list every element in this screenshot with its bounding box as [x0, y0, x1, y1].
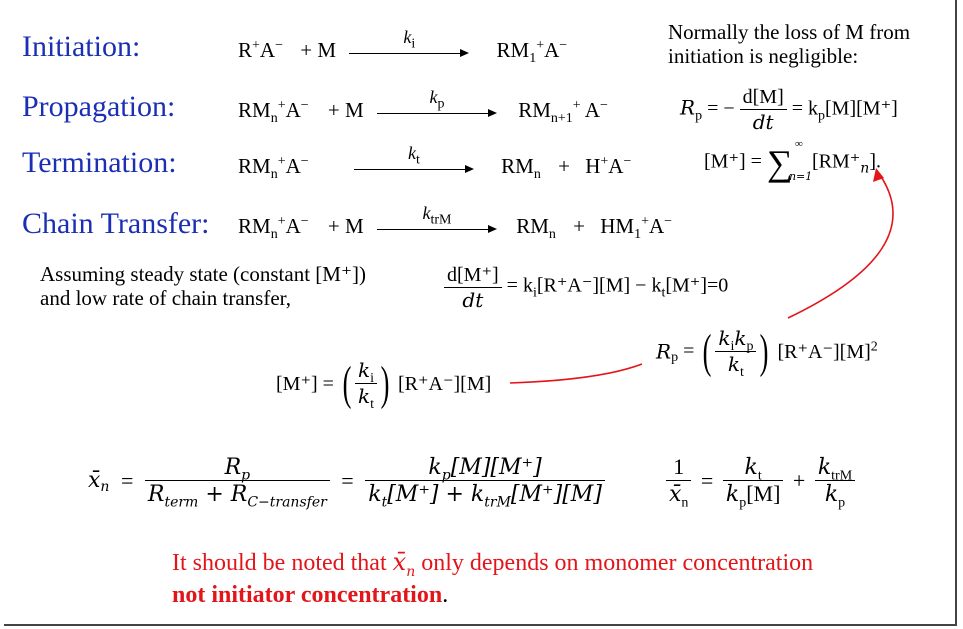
equation-rp-definition: Rp = − d[M]dt = kp[M][M⁺] — [680, 86, 898, 134]
reactant-chain-transfer: RMn+A− — [238, 214, 309, 243]
reactant-propagation: RMn+A− — [238, 98, 309, 127]
reaction-chain-transfer: RMn+A− + M ktrM RMn + HM1+A− — [238, 203, 673, 243]
stage-termination: Termination: — [22, 146, 177, 179]
reactant-initiator: R+A− — [238, 38, 283, 62]
product-propagation: RMn+1+ A− — [518, 98, 608, 127]
product-dead-polymer: RMn — [501, 154, 541, 183]
rate-arrow-propagation: kp — [376, 87, 497, 123]
note-negligible: Normally the loss of M from initiation i… — [668, 20, 911, 68]
reaction-termination: RMn+A− kt RMn + H+A− — [238, 143, 632, 183]
stage-initiation: Initiation: — [22, 30, 141, 63]
monomer-term: + M — [300, 38, 337, 62]
stage-chain-transfer: Chain Transfer: — [22, 207, 210, 240]
rate-arrow-termination: kt — [353, 143, 474, 179]
monomer-term: + M — [327, 214, 364, 238]
plus-sign: + — [573, 214, 585, 238]
stage-propagation: Propagation: — [22, 90, 176, 123]
connector-line-m-conc — [509, 363, 643, 384]
rate-arrow-initiation: ki — [349, 27, 470, 63]
assumption-text: Assuming steady state (constant [M⁺]) an… — [40, 262, 367, 310]
reaction-propagation: RMn+A− + M kp RMn+1+ A− — [238, 87, 608, 127]
product-dead-polymer: RMn — [516, 214, 556, 243]
equation-m-sum: [M⁺] = ∑ ∞ n=1 [RM⁺n]. — [704, 138, 881, 183]
connector-curve-rp — [787, 174, 894, 319]
conclusion-text: It should be noted that x̄n only depends… — [172, 548, 814, 608]
product-acid: H+A− — [585, 154, 632, 178]
slide-frame — [4, 0, 957, 626]
product-initiation: RM1+A− — [496, 38, 568, 67]
conclusion-emphasis: not initiator concentration — [172, 582, 443, 608]
monomer-term: + M — [327, 98, 364, 122]
rate-arrow-chain-transfer: ktrM — [376, 203, 497, 239]
plus-sign: + — [558, 154, 570, 178]
equation-steady-state: d[M⁺]dt = ki[R⁺A⁻][M] − kt[M⁺]=0 — [444, 262, 728, 312]
product-new-chain: HM1+A− — [600, 214, 673, 243]
reactant-termination: RMn+A− — [238, 154, 309, 183]
arrowhead-icon — [873, 168, 884, 182]
reaction-initiation: R+A− + M ki RM1+A− — [238, 27, 568, 67]
